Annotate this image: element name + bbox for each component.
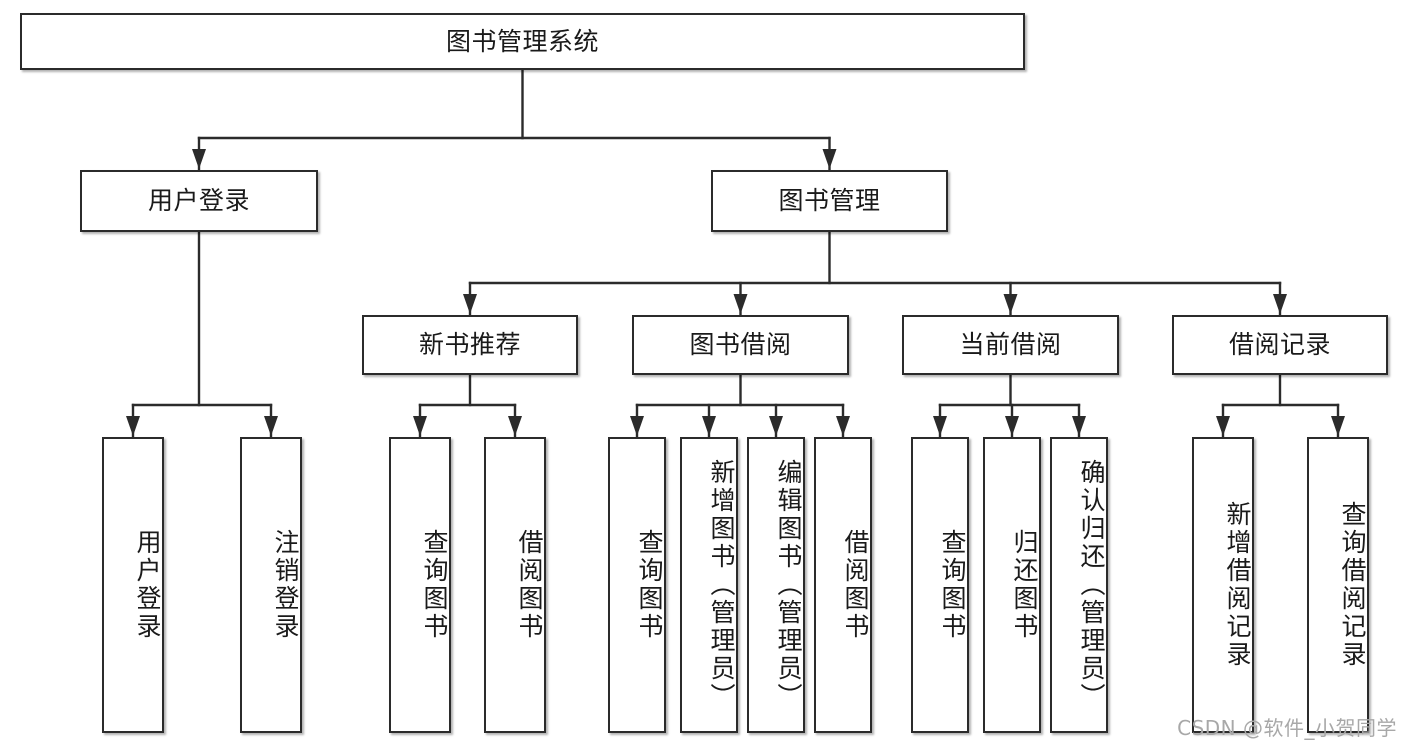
arrowhead-leaf-borrow-book-rec [508, 416, 522, 436]
arrowhead-leaf-query-book-borrow [630, 416, 644, 436]
node-book-manage[interactable]: 图书管理 [711, 170, 948, 232]
node-new-book-rec[interactable]: 新书推荐 [362, 315, 578, 375]
node-label-leaf-add-record: 新增借阅记录 [1223, 501, 1252, 669]
node-leaf-borrow-book-rec[interactable]: 借阅图书 [484, 437, 546, 733]
node-label-leaf-add-book: 新增图书（管理员） [707, 459, 736, 711]
node-leaf-user-login[interactable]: 用户登录 [102, 437, 164, 733]
arrowhead-leaf-return-book [1005, 416, 1019, 436]
node-current-borrow[interactable]: 当前借阅 [902, 315, 1119, 375]
node-label-leaf-return-book: 归还图书 [1010, 529, 1039, 641]
arrowhead-leaf-query-book-rec [413, 416, 427, 436]
watermark-label: CSDN @软件_小贺同学 [1177, 716, 1397, 740]
arrowhead-leaf-user-logout [264, 416, 278, 436]
node-label-borrow-record: 借阅记录 [1228, 330, 1331, 360]
node-label-leaf-query-book-current: 查询图书 [938, 529, 967, 641]
arrowhead-current-borrow [1003, 294, 1018, 314]
node-leaf-query-book-borrow[interactable]: 查询图书 [608, 437, 666, 733]
arrowhead-new-book-rec [463, 294, 477, 314]
node-leaf-query-book-current[interactable]: 查询图书 [911, 437, 969, 733]
node-label-leaf-user-logout: 注销登录 [271, 529, 300, 641]
node-borrow-record[interactable]: 借阅记录 [1172, 315, 1388, 375]
node-label-leaf-borrow-book: 借阅图书 [841, 529, 870, 641]
node-user-login[interactable]: 用户登录 [80, 170, 318, 232]
arrowhead-leaf-confirm-return [1072, 416, 1086, 436]
node-root[interactable]: 图书管理系统 [20, 13, 1025, 70]
node-label-book-borrow: 图书借阅 [689, 330, 792, 360]
node-label-leaf-user-login: 用户登录 [133, 529, 162, 641]
arrowhead-book-borrow [733, 294, 748, 314]
node-label-new-book-rec: 新书推荐 [418, 330, 521, 360]
node-book-borrow[interactable]: 图书借阅 [632, 315, 849, 375]
node-label-user-login: 用户登录 [147, 186, 250, 216]
node-label-root: 图书管理系统 [445, 26, 599, 56]
node-label-leaf-query-book-borrow: 查询图书 [635, 529, 664, 641]
node-label-leaf-query-book-rec: 查询图书 [420, 529, 449, 641]
arrowhead-leaf-edit-book [769, 416, 783, 436]
node-leaf-add-record[interactable]: 新增借阅记录 [1192, 437, 1254, 733]
node-label-leaf-edit-book: 编辑图书（管理员） [774, 459, 803, 711]
node-leaf-return-book[interactable]: 归还图书 [983, 437, 1041, 733]
arrowhead-leaf-query-book-current [933, 416, 947, 436]
arrowhead-leaf-add-book [702, 416, 716, 436]
arrowhead-user-login [192, 149, 206, 169]
node-leaf-user-logout[interactable]: 注销登录 [240, 437, 302, 733]
arrowhead-leaf-borrow-book [836, 416, 850, 436]
node-leaf-query-book-rec[interactable]: 查询图书 [389, 437, 451, 733]
node-label-leaf-confirm-return: 确认归还（管理员） [1077, 459, 1106, 711]
node-label-book-manage: 图书管理 [778, 186, 881, 216]
arrowhead-borrow-record [1273, 294, 1287, 314]
node-label-leaf-borrow-book-rec: 借阅图书 [515, 529, 544, 641]
arrowhead-leaf-query-record [1331, 416, 1345, 436]
node-leaf-borrow-book[interactable]: 借阅图书 [814, 437, 872, 733]
node-label-leaf-query-record: 查询借阅记录 [1338, 501, 1367, 669]
arrowhead-leaf-user-login [126, 416, 140, 436]
arrowhead-book-manage [822, 149, 837, 169]
node-leaf-add-book[interactable]: 新增图书（管理员） [680, 437, 738, 733]
node-leaf-confirm-return[interactable]: 确认归还（管理员） [1050, 437, 1108, 733]
node-leaf-query-record[interactable]: 查询借阅记录 [1307, 437, 1369, 733]
node-label-current-borrow: 当前借阅 [959, 330, 1062, 360]
node-leaf-edit-book[interactable]: 编辑图书（管理员） [747, 437, 805, 733]
arrowhead-leaf-add-record [1216, 416, 1230, 436]
